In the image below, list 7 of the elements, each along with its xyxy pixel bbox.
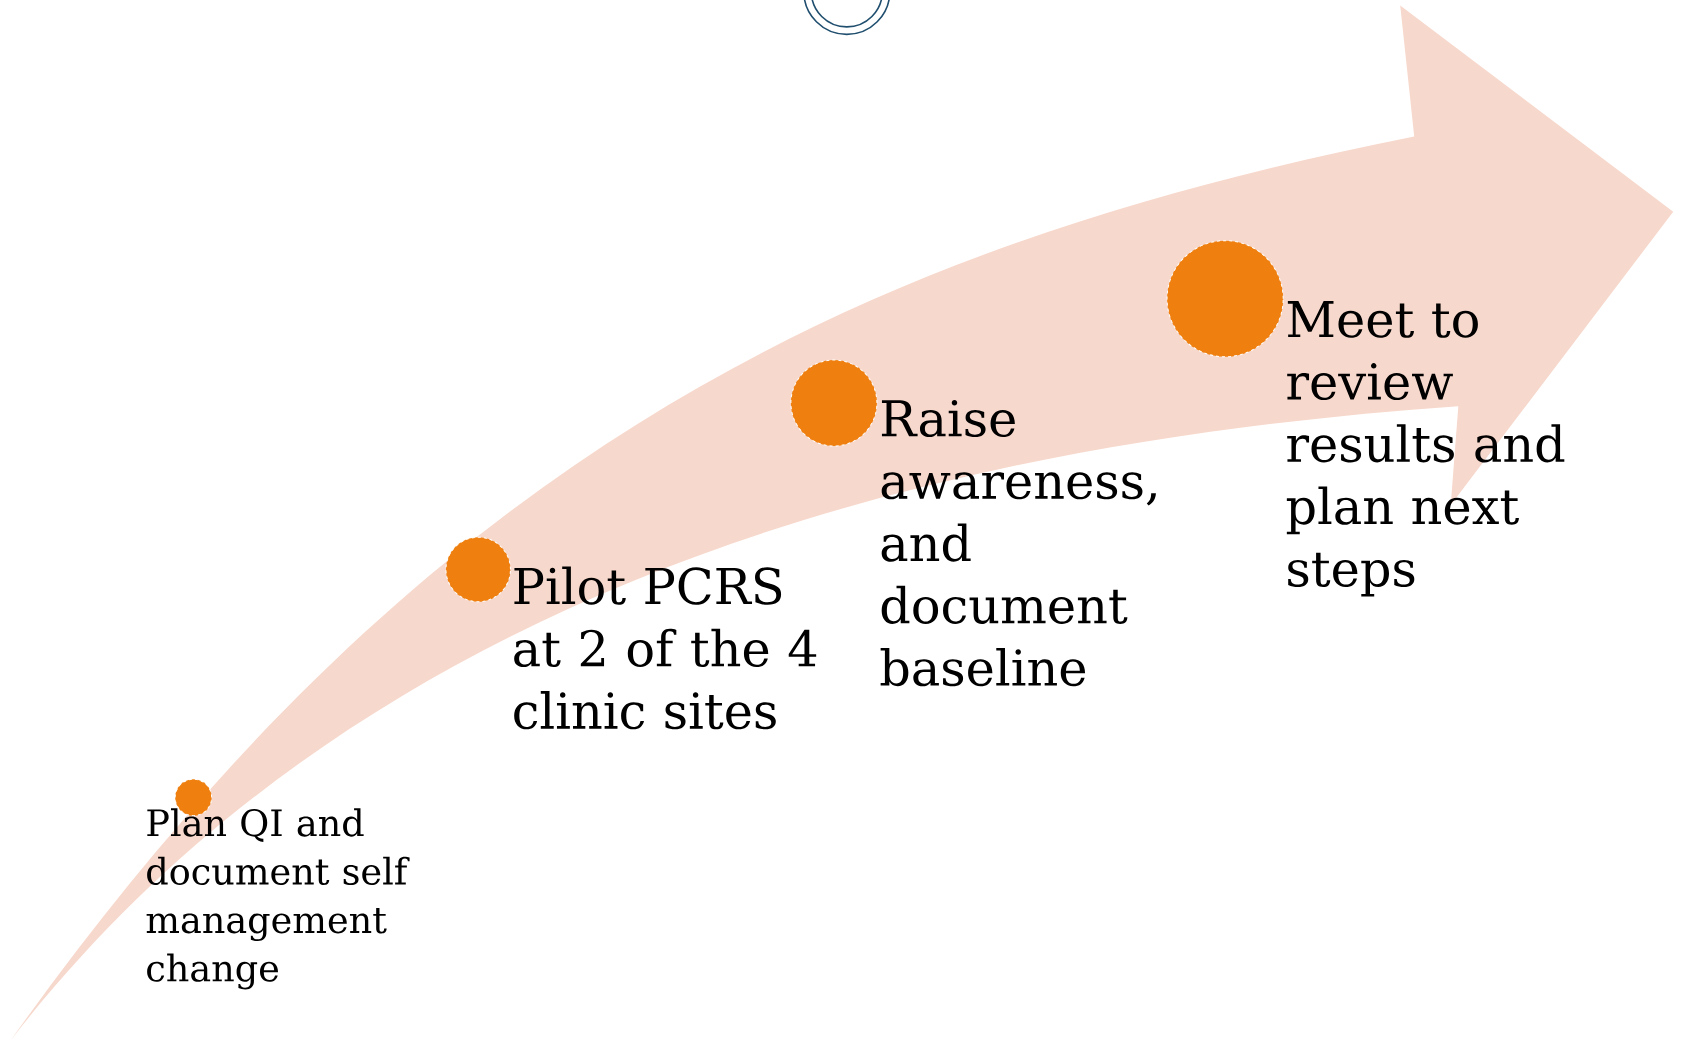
step-circle <box>1166 240 1284 358</box>
step-label: Pilot PCRS at 2 of the 4 clinic sites <box>514 566 817 730</box>
step-label: Raise awareness, and document baseline <box>880 400 1156 687</box>
step-label: Plan QI and document self management change <box>146 808 410 990</box>
step-circle <box>790 359 878 447</box>
step-label: Meet to review results and plan next steps <box>1286 301 1565 597</box>
step-circle <box>445 536 511 603</box>
